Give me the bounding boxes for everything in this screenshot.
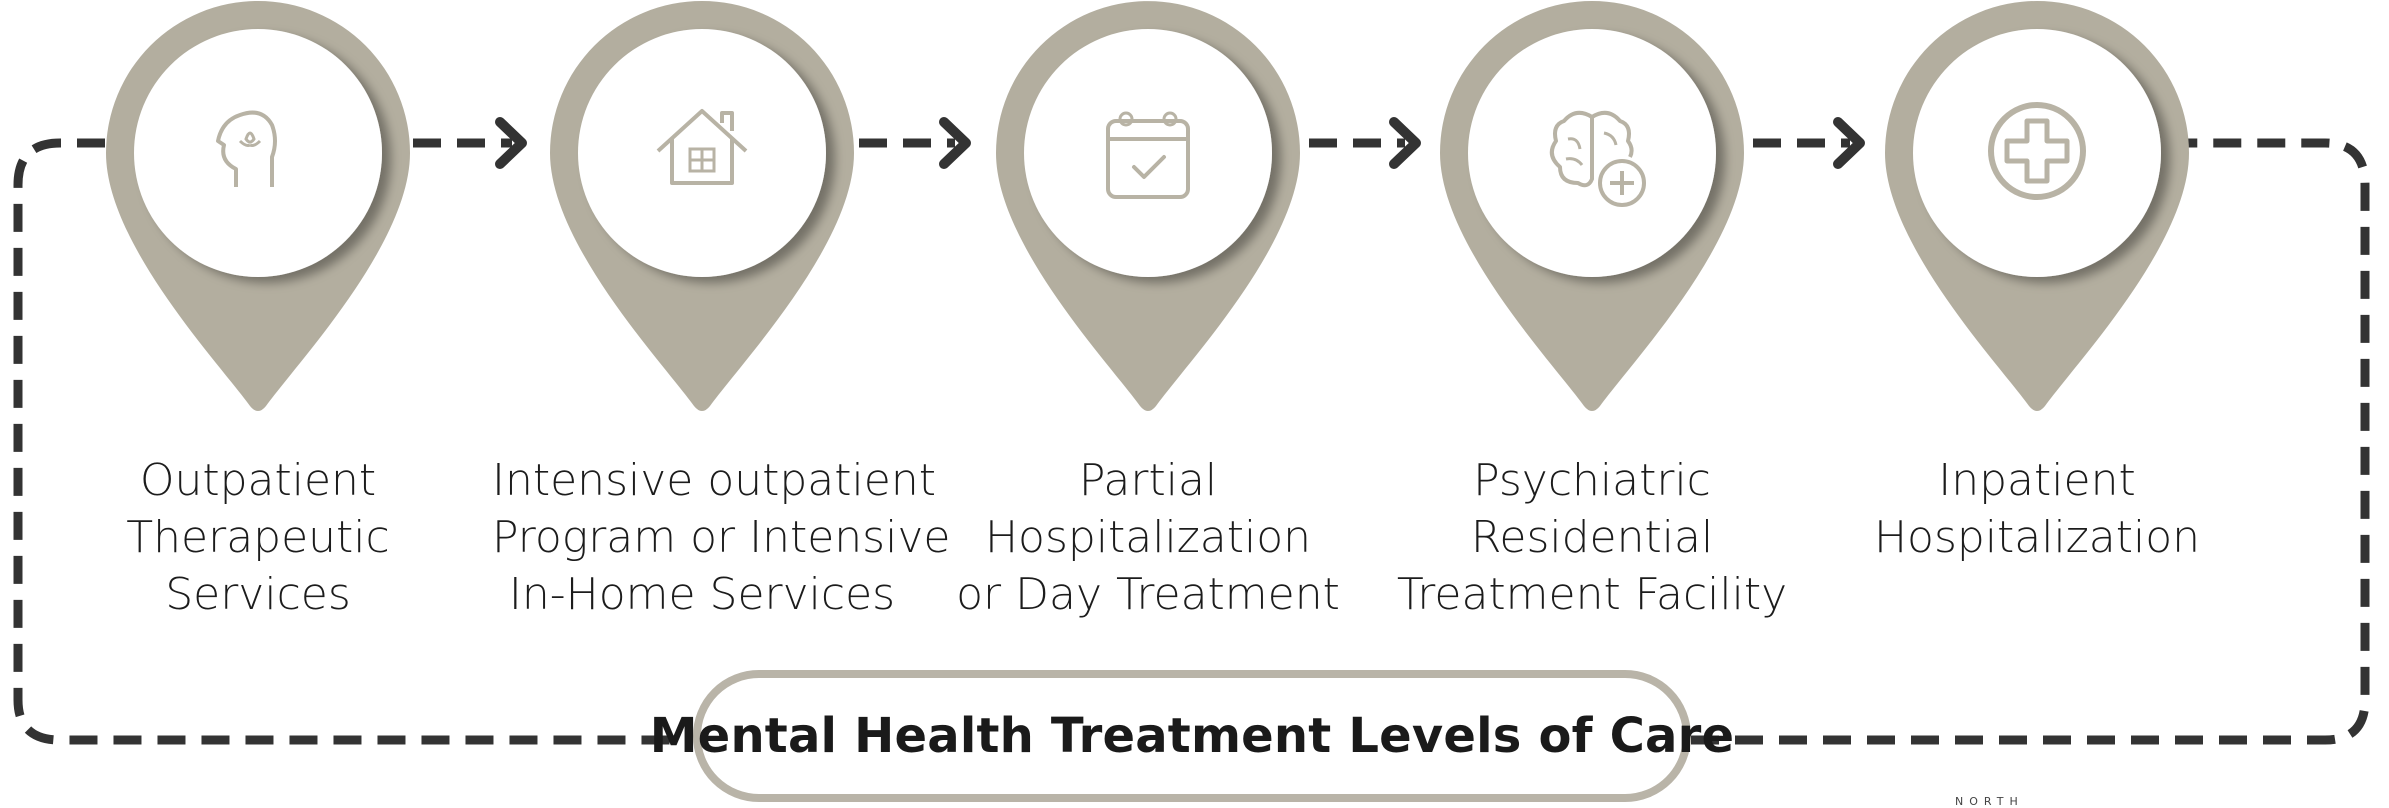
level-pin-5 <box>1885 1 2189 411</box>
level-label-line: Hospitalization <box>984 512 1312 563</box>
pin-disc <box>1024 29 1272 277</box>
level-label-line: Residential <box>1470 512 1714 563</box>
level-pin-2 <box>550 1 854 411</box>
level-label-line: Program or Intensive <box>492 512 951 563</box>
level-label-line: Partial <box>1078 455 1218 506</box>
connector-arrow-4 <box>1753 117 1865 169</box>
level-label-line: Services <box>165 569 351 620</box>
level-pin-3 <box>996 1 1300 412</box>
level-pin-1 <box>106 1 410 411</box>
level-label-line: Therapeutic <box>126 512 390 563</box>
connector-arrow-2 <box>859 117 971 169</box>
diagram-title: Mental Health Treatment Levels of Care <box>649 708 1735 764</box>
level-label-line: Outpatient <box>139 455 377 506</box>
calendar-check-icon <box>1106 111 1190 199</box>
loop-connector <box>13 138 693 745</box>
house-icon <box>656 109 748 185</box>
pin-disc <box>1913 29 2161 277</box>
brand-mark: NORTH <box>1955 795 2024 808</box>
medical-cross-icon <box>1988 102 2086 200</box>
title-pill: Mental Health Treatment Levels of Care <box>650 670 1734 802</box>
level-label-line: or Day Treatment <box>956 569 1340 620</box>
level-label-line: Inpatient <box>1938 455 2136 506</box>
connector-arrow-3 <box>1309 117 1421 169</box>
level-label-line: In-Home Services <box>508 569 896 620</box>
level-label-line: Hospitalization <box>1873 512 2201 563</box>
level-label-line: Intensive outpatient <box>492 455 936 506</box>
pin-disc <box>134 29 382 277</box>
connector-arrow-1 <box>413 117 527 169</box>
level-label-line: Treatment Facility <box>1396 569 1788 620</box>
level-label-line: Psychiatric <box>1473 455 1711 506</box>
level-pin-4 <box>1440 1 1744 411</box>
head-lotus-icon <box>216 110 277 187</box>
brain-plus-icon <box>1549 110 1646 207</box>
